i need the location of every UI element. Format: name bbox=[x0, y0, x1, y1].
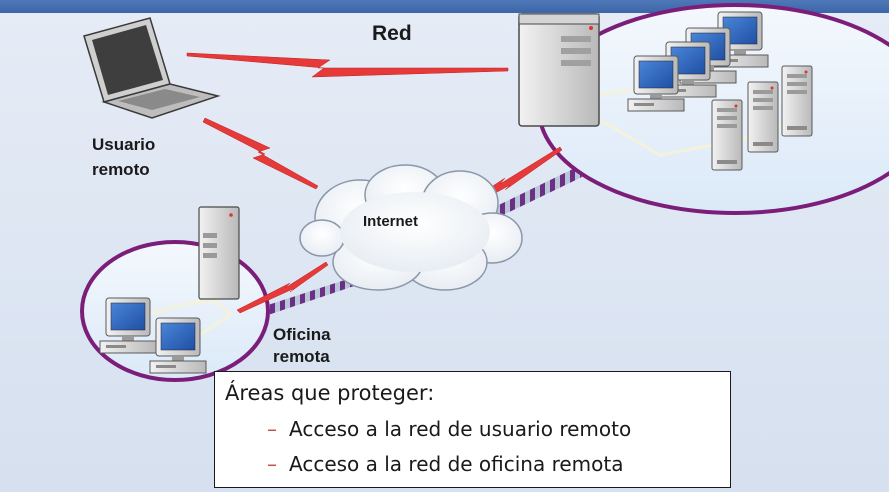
callout-list-item: –Acceso a la red de usuario remoto bbox=[267, 417, 631, 441]
internet-label: Internet bbox=[363, 213, 419, 230]
internet-cloud-icon bbox=[299, 164, 523, 291]
callout-item-text: Acceso a la red de oficina remota bbox=[289, 452, 624, 476]
corporate-server-icon bbox=[781, 65, 813, 137]
remote-user-label: Usuario bbox=[92, 135, 156, 154]
corporate-server-icon bbox=[747, 81, 779, 153]
remote-office-label: remota bbox=[273, 347, 330, 366]
remote-office-label: Oficina bbox=[273, 325, 331, 344]
main-server-icon bbox=[518, 13, 600, 127]
office-server-icon bbox=[198, 206, 240, 300]
corporate-server-icon bbox=[711, 99, 743, 171]
bullet-dash: – bbox=[267, 417, 277, 441]
office-desktop-icon bbox=[149, 317, 207, 374]
callout-item-text: Acceso a la red de usuario remoto bbox=[289, 417, 632, 441]
protection-areas-callout: Áreas que proteger: –Acceso a la red de … bbox=[214, 371, 731, 488]
network-label: Red bbox=[372, 22, 412, 45]
corporate-desktop-icon bbox=[627, 55, 685, 112]
office-desktop-icon bbox=[99, 297, 157, 354]
callout-list-item: –Acceso a la red de oficina remota bbox=[267, 452, 624, 476]
remote-user-label: remoto bbox=[92, 160, 150, 179]
bullet-dash: – bbox=[267, 452, 277, 476]
callout-title: Áreas que proteger: bbox=[225, 381, 435, 405]
laptop-icon bbox=[83, 17, 221, 119]
vpn-tunnel-office bbox=[265, 275, 363, 315]
